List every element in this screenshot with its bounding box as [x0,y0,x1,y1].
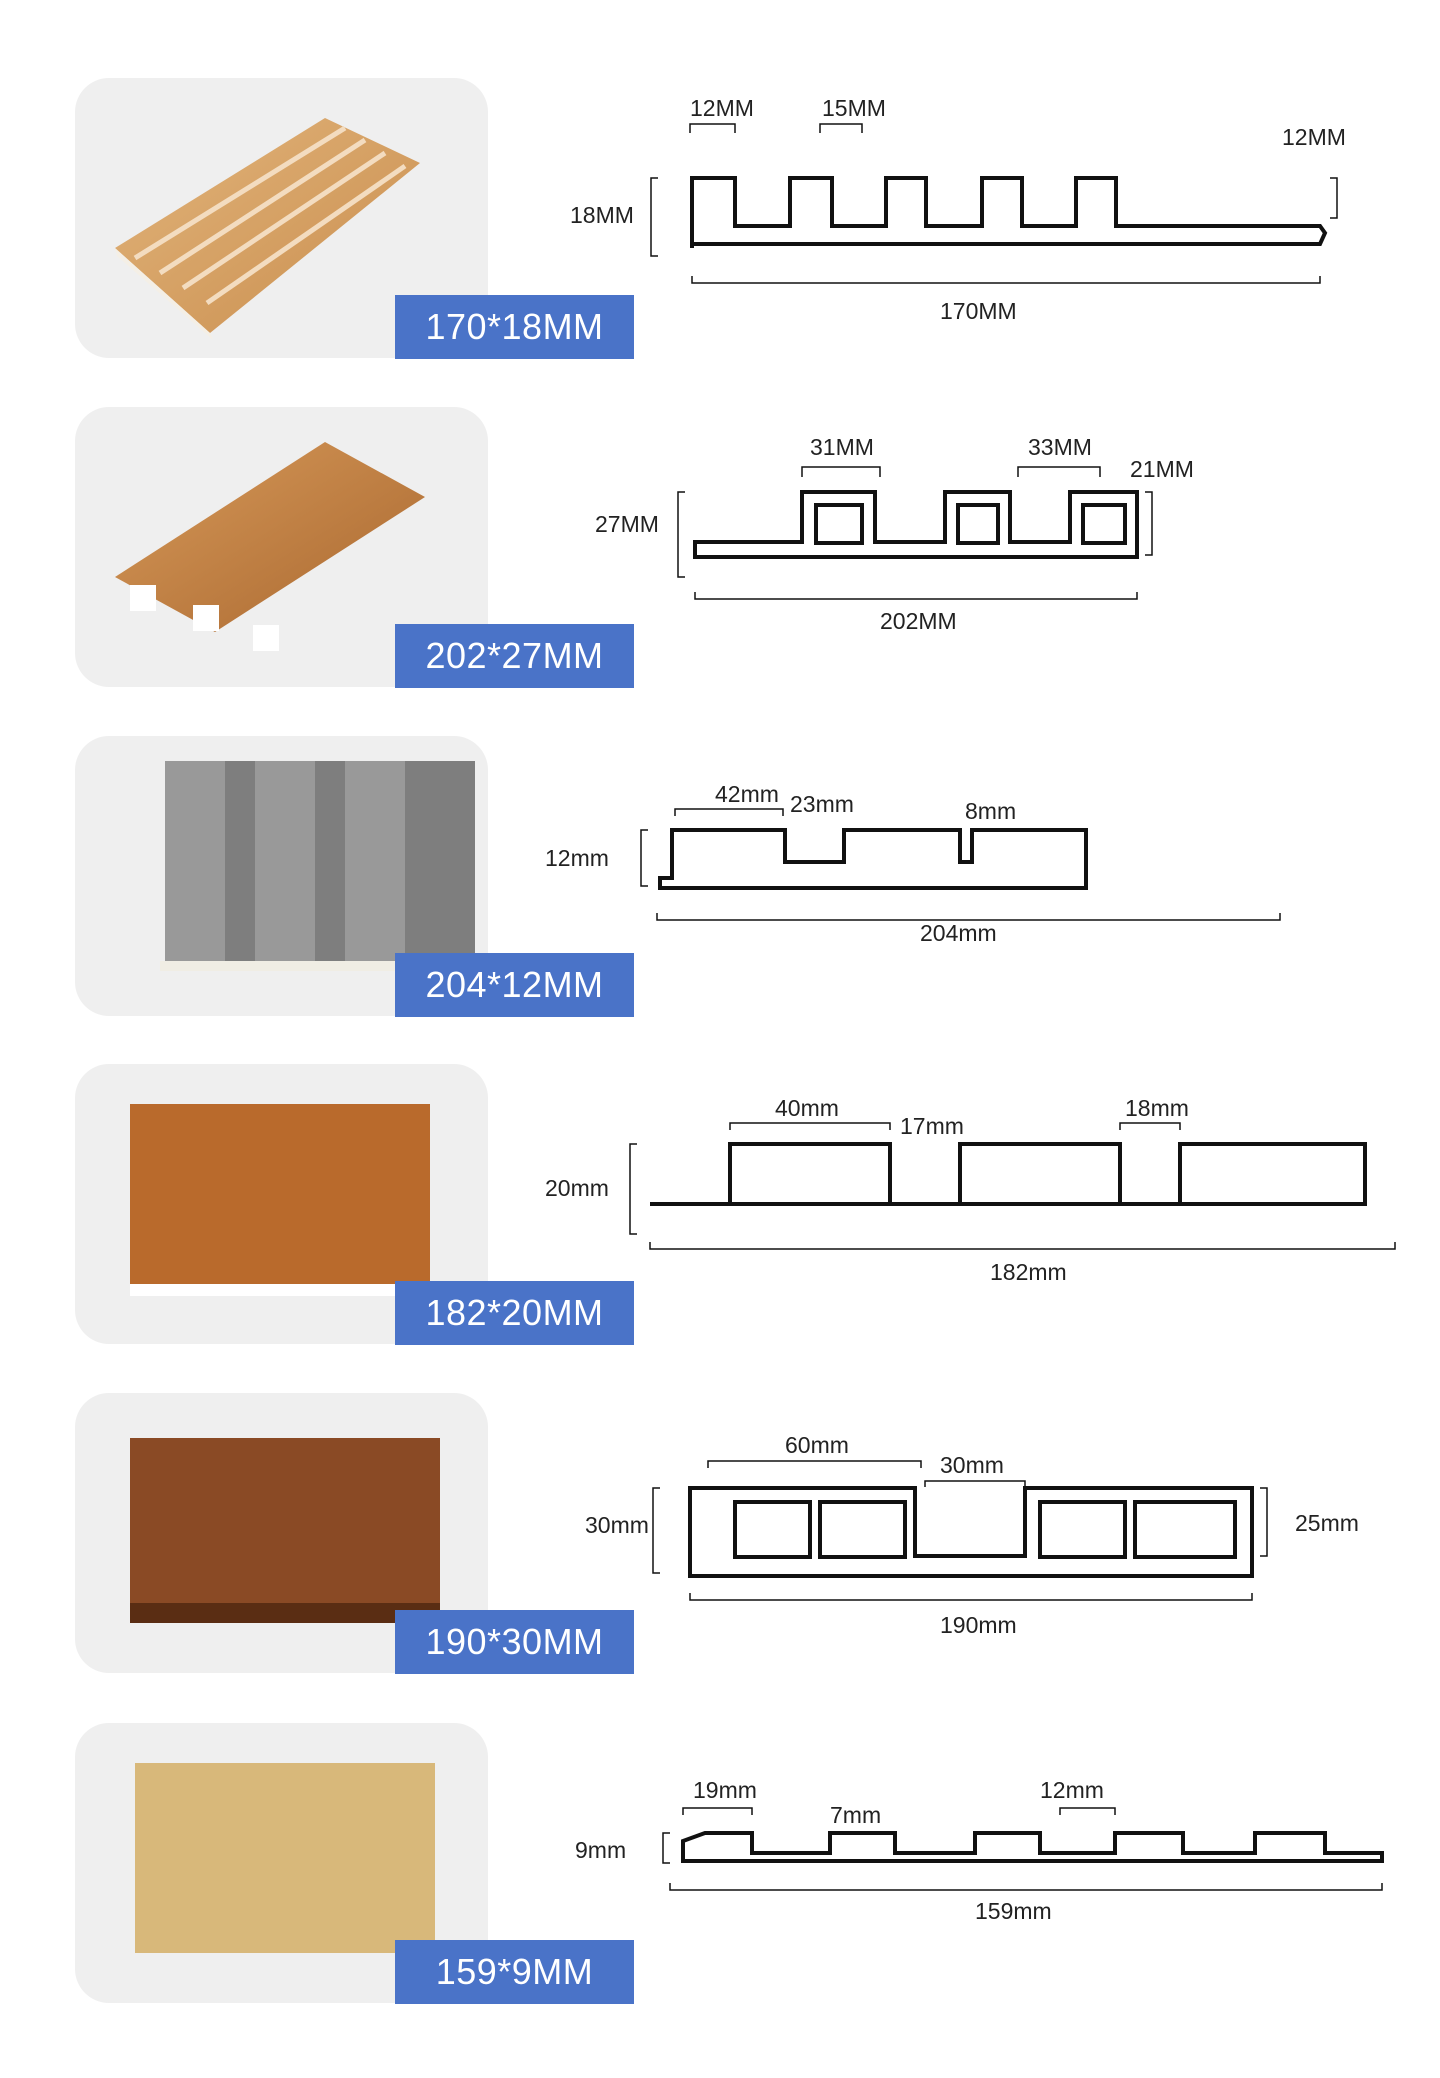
panel-photo [130,1104,430,1296]
dim-label-a: 40mm [775,1095,839,1121]
dim-label-c: 25mm [1295,1510,1359,1536]
product-row-6: 159*9MM 19mm 7mm 12mm 9mm 159mm [0,1723,1440,2013]
dim-label-b: 7mm [830,1802,881,1828]
dim-label-c: 12mm [1040,1777,1104,1803]
panel-photo [115,118,420,340]
cross-section-drawing: 42mm 23mm 8mm 12mm 204mm [545,781,1281,946]
cross-section-drawing: 19mm 7mm 12mm 9mm 159mm [575,1777,1384,1924]
dim-label-height: 18MM [570,202,634,228]
product-row-4: 182*20MM 40mm 17mm 18mm 20mm 182mm [0,1064,1440,1354]
dim-label-width: 190mm [940,1612,1017,1638]
dim-label-b: 23mm [790,791,854,817]
cross-section-drawing: 12MM 15MM 12MM 18MM 170MM [570,95,1346,324]
dim-label-width: 202MM [880,608,957,634]
product-row-2: 202*27MM 31MM 33MM 21MM 27MM 202MM [0,407,1440,697]
dim-label-width: 170MM [940,298,1017,324]
panel-photo [115,442,425,651]
dim-label-b: 30mm [940,1452,1004,1478]
cross-section-drawing: 40mm 17mm 18mm 20mm 182mm [545,1095,1396,1285]
dim-label-height: 27MM [595,511,659,537]
size-badge: 202*27MM [395,624,634,688]
dim-label-b: 15MM [822,95,886,121]
dim-label-c: 12MM [1282,124,1346,150]
dim-label-height: 30mm [585,1512,649,1538]
size-badge: 204*12MM [395,953,634,1017]
product-photo-card [75,78,488,358]
cross-section-drawing: 31MM 33MM 21MM 27MM 202MM [595,434,1194,634]
dim-label-width: 182mm [990,1259,1067,1285]
product-row-3: 204*12MM 42mm 23mm 8mm 12mm 204mm [0,736,1440,1026]
dim-label-a: 19mm [693,1777,757,1803]
dim-label-a: 31MM [810,434,874,460]
dim-label-height: 9mm [575,1837,626,1863]
panel-photo [135,1763,435,1953]
dim-label-c: 8mm [965,798,1016,824]
cross-section-drawing: 60mm 30mm 25mm 30mm 190mm [585,1432,1359,1638]
product-row-1: 170*18MM 12MM 15MM 12MM 18MM 170MM [0,78,1440,368]
size-badge: 190*30MM [395,1610,634,1674]
dim-label-width: 159mm [975,1898,1052,1924]
dim-label-a: 60mm [785,1432,849,1458]
dim-label-height: 12mm [545,845,609,871]
dim-label-a: 42mm [715,781,779,807]
size-badge: 182*20MM [395,1281,634,1345]
product-photo-card [75,1723,488,2003]
dim-label-b: 17mm [900,1113,964,1139]
dim-label-height: 20mm [545,1175,609,1201]
dim-label-width: 204mm [920,920,997,946]
panel-photo [160,761,488,971]
dim-label-c: 18mm [1125,1095,1189,1121]
dim-label-c: 21MM [1130,456,1194,482]
dim-label-a: 12MM [690,95,754,121]
product-row-5: 190*30MM 60mm 30mm 25mm 30mm 190mm [0,1393,1440,1683]
dim-label-b: 33MM [1028,434,1092,460]
size-badge: 170*18MM [395,295,634,359]
size-badge: 159*9MM [395,1940,634,2004]
panel-photo [130,1438,440,1623]
